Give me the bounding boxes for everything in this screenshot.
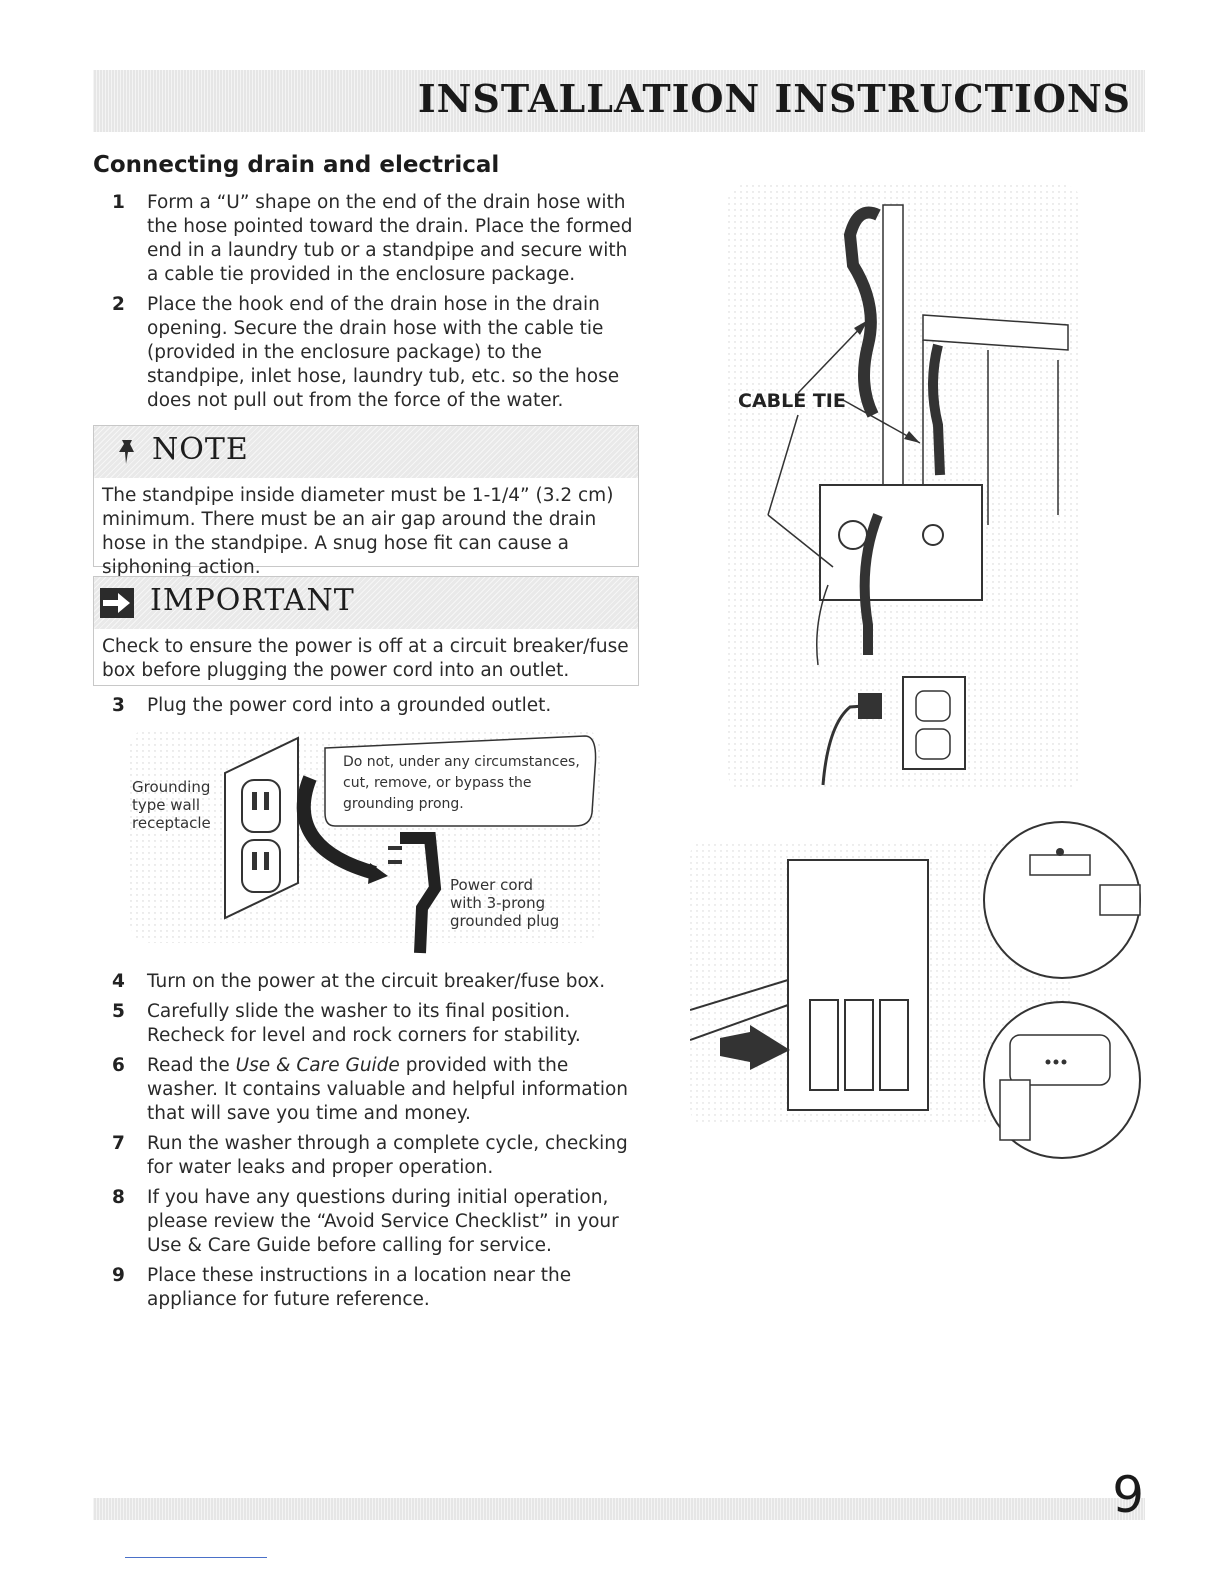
important-box: IMPORTANT Check to ensure the power is o… (93, 576, 639, 686)
header-banner: INSTALLATION INSTRUCTIONS (93, 70, 1145, 132)
step-text: If you have any questions during initial… (147, 1187, 619, 1256)
step-number: 2 (112, 294, 125, 315)
cord-label-line: Power cord (450, 876, 533, 894)
washer-placement-illustration (690, 821, 1141, 1159)
steps-list-1: 1 Form a “U” shape on the end of the dra… (112, 191, 642, 419)
note-header: NOTE (94, 426, 638, 478)
step-text: Run the washer through a complete cycle,… (147, 1133, 628, 1178)
step-text: Turn on the power at the circuit breaker… (147, 971, 606, 992)
important-header: IMPORTANT (94, 577, 638, 629)
cord-label-line: grounded plug (450, 912, 559, 930)
step-text: Form a “U” shape on the end of the drain… (147, 192, 633, 285)
note-title: NOTE (152, 432, 249, 467)
step-item: 7 Run the washer through a complete cycl… (112, 1132, 642, 1180)
step-text: Plug the power cord into a grounded outl… (147, 695, 552, 716)
receptacle-label-line: Grounding (132, 778, 210, 796)
note-box: NOTE The standpipe inside diameter must … (93, 425, 639, 578)
cable-tie-label: CABLE TIE (738, 390, 846, 412)
step-item: 2 Place the hook end of the drain hose i… (112, 293, 642, 413)
outlet-plug-illustration: Grounding type wall receptacle Do not, u… (130, 728, 600, 954)
receptacle-label-line: type wall (132, 796, 200, 814)
warning-line: Do not, under any circumstances, (343, 754, 580, 770)
step-item: 8 If you have any questions during initi… (112, 1186, 642, 1258)
note-text: The standpipe inside diameter must be 1-… (102, 485, 614, 578)
step-item: 6 Read the Use & Care Guide provided wit… (112, 1054, 642, 1126)
arrow-right-icon (100, 588, 134, 618)
step-item: 1 Form a “U” shape on the end of the dra… (112, 191, 642, 287)
page-title: INSTALLATION INSTRUCTIONS (417, 76, 1131, 121)
cord-label-line: with 3-prong (450, 894, 545, 912)
warning-line: grounding prong. (343, 796, 464, 812)
steps-list-2: 3 Plug the power cord into a grounded ou… (112, 694, 642, 724)
important-text: Check to ensure the power is off at a ci… (102, 636, 629, 681)
step-number: 7 (112, 1133, 125, 1154)
guide-title: Use & Care Guide (235, 1055, 400, 1076)
step-item: 4 Turn on the power at the circuit break… (112, 970, 642, 994)
important-title: IMPORTANT (150, 583, 355, 618)
step-text: Carefully slide the washer to its final … (147, 1001, 581, 1046)
step-number: 1 (112, 192, 125, 213)
warning-line: cut, remove, or bypass the (343, 775, 531, 791)
step-number: 6 (112, 1055, 125, 1076)
step-item: 3 Plug the power cord into a grounded ou… (112, 694, 642, 718)
footer-rule (125, 1557, 267, 1558)
step-text-pre: Read the (147, 1055, 236, 1076)
step-number: 5 (112, 1001, 125, 1022)
page-number: 9 (1112, 1466, 1144, 1524)
footer-bar (93, 1498, 1145, 1520)
step-item: 9 Place these instructions in a location… (112, 1264, 642, 1312)
steps-list-3: 4 Turn on the power at the circuit break… (112, 970, 642, 1318)
step-number: 9 (112, 1265, 125, 1286)
step-number: 8 (112, 1187, 125, 1208)
receptacle-label-line: receptacle (132, 814, 211, 832)
pushpin-icon (119, 440, 134, 464)
warning-callout (324, 735, 597, 827)
step-text-post: provided with the washer. It contains va… (147, 1055, 628, 1124)
step-text: Place these instructions in a location n… (147, 1265, 572, 1310)
section-heading: Connecting drain and electrical (93, 152, 500, 178)
step-number: 4 (112, 971, 125, 992)
step-item: 5 Carefully slide the washer to its fina… (112, 1000, 642, 1048)
step-text: Place the hook end of the drain hose in … (147, 294, 620, 411)
drain-hose-illustration: CABLE TIE (728, 185, 1080, 790)
step-text: Read the Use & Care Guide provided with … (147, 1055, 628, 1124)
push-arrow (720, 1025, 790, 1070)
step-number: 3 (112, 695, 125, 716)
